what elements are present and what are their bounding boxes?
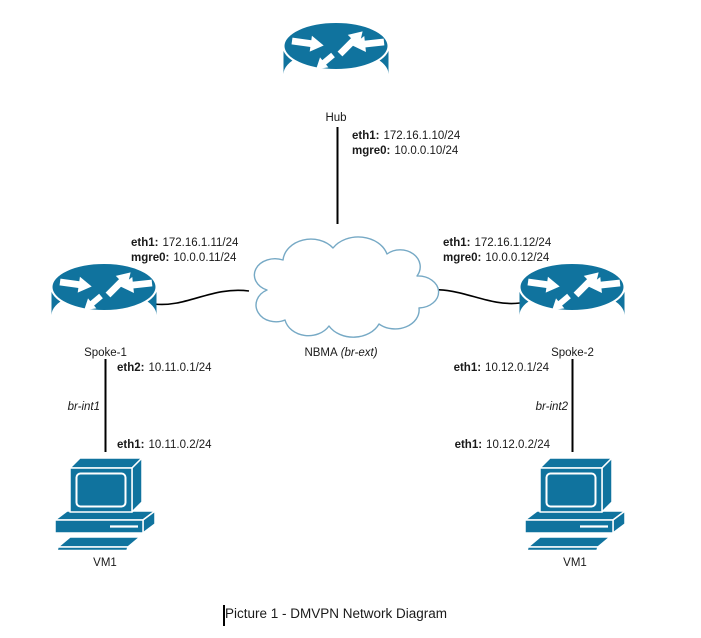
diagram-artwork xyxy=(50,21,626,552)
router-top xyxy=(50,262,158,312)
spoke2-mgre0-label: mgre0:10.0.0.12/24 xyxy=(443,251,551,266)
iface-key: eth1: xyxy=(352,130,380,142)
spoke1-lan-interface-label: eth2:10.11.0.1/24 xyxy=(117,361,212,376)
keyboard-front xyxy=(526,546,599,552)
monitor-side xyxy=(601,457,613,513)
vm1-left-label: VM1 xyxy=(93,557,117,569)
iface-value: 10.0.0.12/24 xyxy=(485,252,550,264)
iface-value: 172.16.1.12/24 xyxy=(474,237,552,249)
spoke1-label: Spoke-1 xyxy=(84,347,127,359)
hub-eth1-label: eth1:172.16.1.10/24 xyxy=(352,129,460,144)
unit-front xyxy=(54,519,144,534)
keyboard-top xyxy=(57,536,141,548)
iface-value: 172.16.1.11/24 xyxy=(162,237,239,249)
hub-label: Hub xyxy=(325,112,347,124)
iface-value: 10.11.0.2/24 xyxy=(148,439,212,451)
unit-front xyxy=(524,519,614,534)
hub-mgre0-label: mgre0:10.0.0.10/24 xyxy=(352,144,460,159)
spoke1-mgre0-label: mgre0:10.0.0.11/24 xyxy=(131,251,238,266)
iface-key: eth1: xyxy=(131,237,159,249)
iface-value: 10.0.0.10/24 xyxy=(394,145,459,157)
cloud-outline xyxy=(253,236,440,338)
iface-value: 10.11.0.1/24 xyxy=(148,362,212,374)
monitor-top xyxy=(539,457,613,469)
iface-value: 172.16.1.10/24 xyxy=(383,130,461,142)
nbma-name: NBMA xyxy=(304,347,338,359)
spoke2-interfaces-label: eth1:172.16.1.12/24 mgre0:10.0.0.12/24 xyxy=(443,236,551,266)
router-top xyxy=(282,21,390,71)
iface-key: mgre0: xyxy=(443,252,482,264)
spoke2-router-icon xyxy=(518,262,626,316)
spoke1-eth1-label: eth1:172.16.1.11/24 xyxy=(131,236,238,251)
link-nbma-spoke2 xyxy=(427,288,521,305)
nbma-bridge-name: (br-ext) xyxy=(340,347,378,359)
monitor-screen xyxy=(75,472,127,508)
link-spoke1-nbma xyxy=(153,289,250,306)
iface-key: eth2: xyxy=(117,362,145,374)
monitor-front xyxy=(539,467,603,513)
iface-key: eth1: xyxy=(454,439,483,451)
router-top xyxy=(518,262,626,312)
vm1-right-computer-icon xyxy=(524,457,626,552)
caption[interactable]: Picture 1 - DMVPN Network Diagram xyxy=(225,606,448,621)
text-caret xyxy=(223,605,225,626)
spoke2-eth1-label: eth1:172.16.1.12/24 xyxy=(443,236,551,251)
vm1-right-label: VM1 xyxy=(563,557,587,569)
vm1-right-interface-label: eth1:10.12.0.2/24 xyxy=(450,438,550,453)
spoke1-router-icon xyxy=(50,262,158,316)
nbma-cloud-icon xyxy=(253,236,440,338)
monitor-top xyxy=(69,457,143,469)
monitor-screen xyxy=(545,472,597,508)
iface-key: eth1: xyxy=(117,439,145,451)
nbma-label: NBMA(br-ext) xyxy=(247,346,435,361)
iface-value: 10.12.0.1/24 xyxy=(485,362,549,374)
iface-value: 10.12.0.2/24 xyxy=(486,439,550,451)
monitor-front xyxy=(69,467,133,513)
iface-key: eth1: xyxy=(443,237,471,249)
spoke2-lan-interface-label: eth1:10.12.0.1/24 xyxy=(449,361,549,376)
spoke1-interfaces-label: eth1:172.16.1.11/24 mgre0:10.0.0.11/24 xyxy=(131,236,238,266)
iface-key: mgre0: xyxy=(352,145,391,157)
vm1-left-interface-label: eth1:10.11.0.2/24 xyxy=(117,438,212,453)
br-int1-label: br-int1 xyxy=(67,401,100,413)
br-int2-label: br-int2 xyxy=(535,401,568,413)
iface-key: eth1: xyxy=(453,362,482,374)
network-diagram-image[interactable]: Hub eth1:172.16.1.10/24 mgre0:10.0.0.10/… xyxy=(0,0,701,600)
iface-value: 10.0.0.11/24 xyxy=(173,252,237,264)
keyboard-top xyxy=(527,536,611,548)
vm1-left-computer-icon xyxy=(54,457,156,552)
keyboard-front xyxy=(56,546,129,552)
iface-key: mgre0: xyxy=(131,252,170,264)
spoke2-label: Spoke-2 xyxy=(551,347,594,359)
monitor-side xyxy=(131,457,143,513)
hub-router-icon xyxy=(282,21,390,75)
hub-interfaces-label: eth1:172.16.1.10/24 mgre0:10.0.0.10/24 xyxy=(352,129,460,159)
